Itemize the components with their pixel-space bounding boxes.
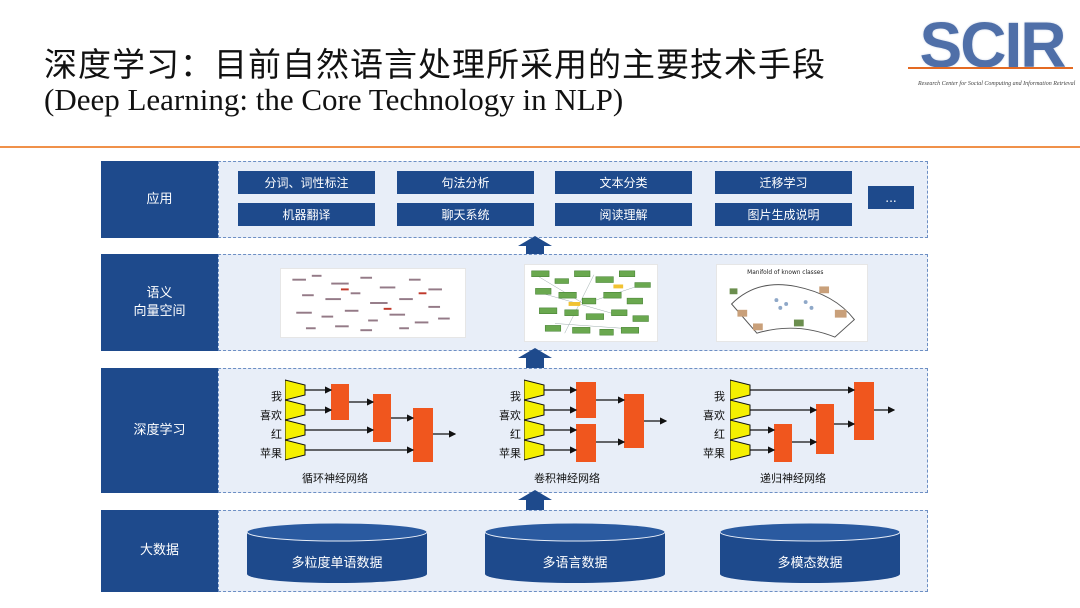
database-icon: 多语言数据 — [484, 522, 666, 584]
input-word: 喜欢 — [703, 409, 725, 422]
database-label: 多语言数据 — [542, 556, 608, 571]
up-arrow-icon — [518, 236, 552, 256]
input-word: 我 — [714, 390, 725, 403]
app-item-more: ... — [868, 186, 914, 209]
layer-box-semantic: Manifold of known classes — [218, 254, 928, 351]
logo-subtitle: Research Center for Social Computing and… — [918, 81, 1076, 87]
app-item-segmentation: 分词、词性标注 — [238, 171, 375, 194]
app-item-parsing: 句法分析 — [397, 171, 534, 194]
logo-text: SCIR — [919, 9, 1067, 81]
database-icon: 多模态数据 — [719, 522, 901, 584]
up-arrow-icon — [518, 348, 552, 368]
app-item-chat: 聊天系统 — [397, 203, 534, 226]
input-word: 我 — [510, 390, 521, 403]
layer-label-semantic: 语义 向量空间 — [101, 254, 218, 351]
app-item-translation: 机器翻译 — [238, 203, 375, 226]
cnn-diagram — [524, 379, 668, 462]
app-item-reading: 阅读理解 — [555, 203, 692, 226]
database-icon: 多粒度单语数据 — [246, 522, 428, 584]
layer-label-deep-learning: 深度学习 — [101, 368, 218, 493]
input-word: 喜欢 — [260, 409, 282, 422]
recursive-nn-diagram — [730, 379, 896, 462]
app-item-transfer-learning: 迁移学习 — [715, 171, 852, 194]
page-subtitle: (Deep Learning: the Core Technology in N… — [44, 82, 624, 117]
layer-label-big-data: 大数据 — [101, 510, 218, 592]
database-label: 多模态数据 — [777, 556, 843, 571]
input-word: 苹果 — [499, 447, 521, 460]
cluster-map-thumbnail — [524, 264, 658, 342]
input-word: 红 — [510, 428, 521, 441]
input-word: 我 — [271, 390, 282, 403]
network-label-cnn: 卷积神经网络 — [534, 472, 600, 485]
semantic-label-line1: 语义 — [146, 285, 173, 301]
layer-box-application: 分词、词性标注 句法分析 文本分类 迁移学习 机器翻译 聊天系统 阅读理解 图片… — [218, 161, 928, 238]
input-word: 苹果 — [260, 447, 282, 460]
network-label-rnn: 循环神经网络 — [302, 472, 368, 485]
scir-logo: SCIR Research Center for Social Computin… — [912, 8, 1075, 90]
app-item-captioning: 图片生成说明 — [715, 203, 852, 226]
word-embedding-thumbnail — [280, 268, 466, 338]
layer-label-application: 应用 — [101, 161, 218, 238]
manifold-thumbnail: Manifold of known classes — [716, 264, 868, 342]
app-item-classification: 文本分类 — [555, 171, 692, 194]
input-word: 红 — [271, 428, 282, 441]
semantic-label-line2: 向量空间 — [133, 303, 186, 319]
network-label-recursive: 递归神经网络 — [760, 472, 826, 485]
input-word: 苹果 — [703, 447, 725, 460]
header-divider — [0, 146, 1080, 148]
logo-underline — [908, 67, 1073, 69]
page-title: 深度学习：目前自然语言处理所采用的主要技术手段 — [44, 45, 826, 84]
up-arrow-icon — [518, 490, 552, 510]
input-word: 喜欢 — [499, 409, 521, 422]
database-label: 多粒度单语数据 — [291, 556, 383, 571]
manifold-title: Manifold of known classes — [747, 270, 823, 276]
input-word: 红 — [714, 428, 725, 441]
rnn-diagram — [285, 379, 457, 462]
